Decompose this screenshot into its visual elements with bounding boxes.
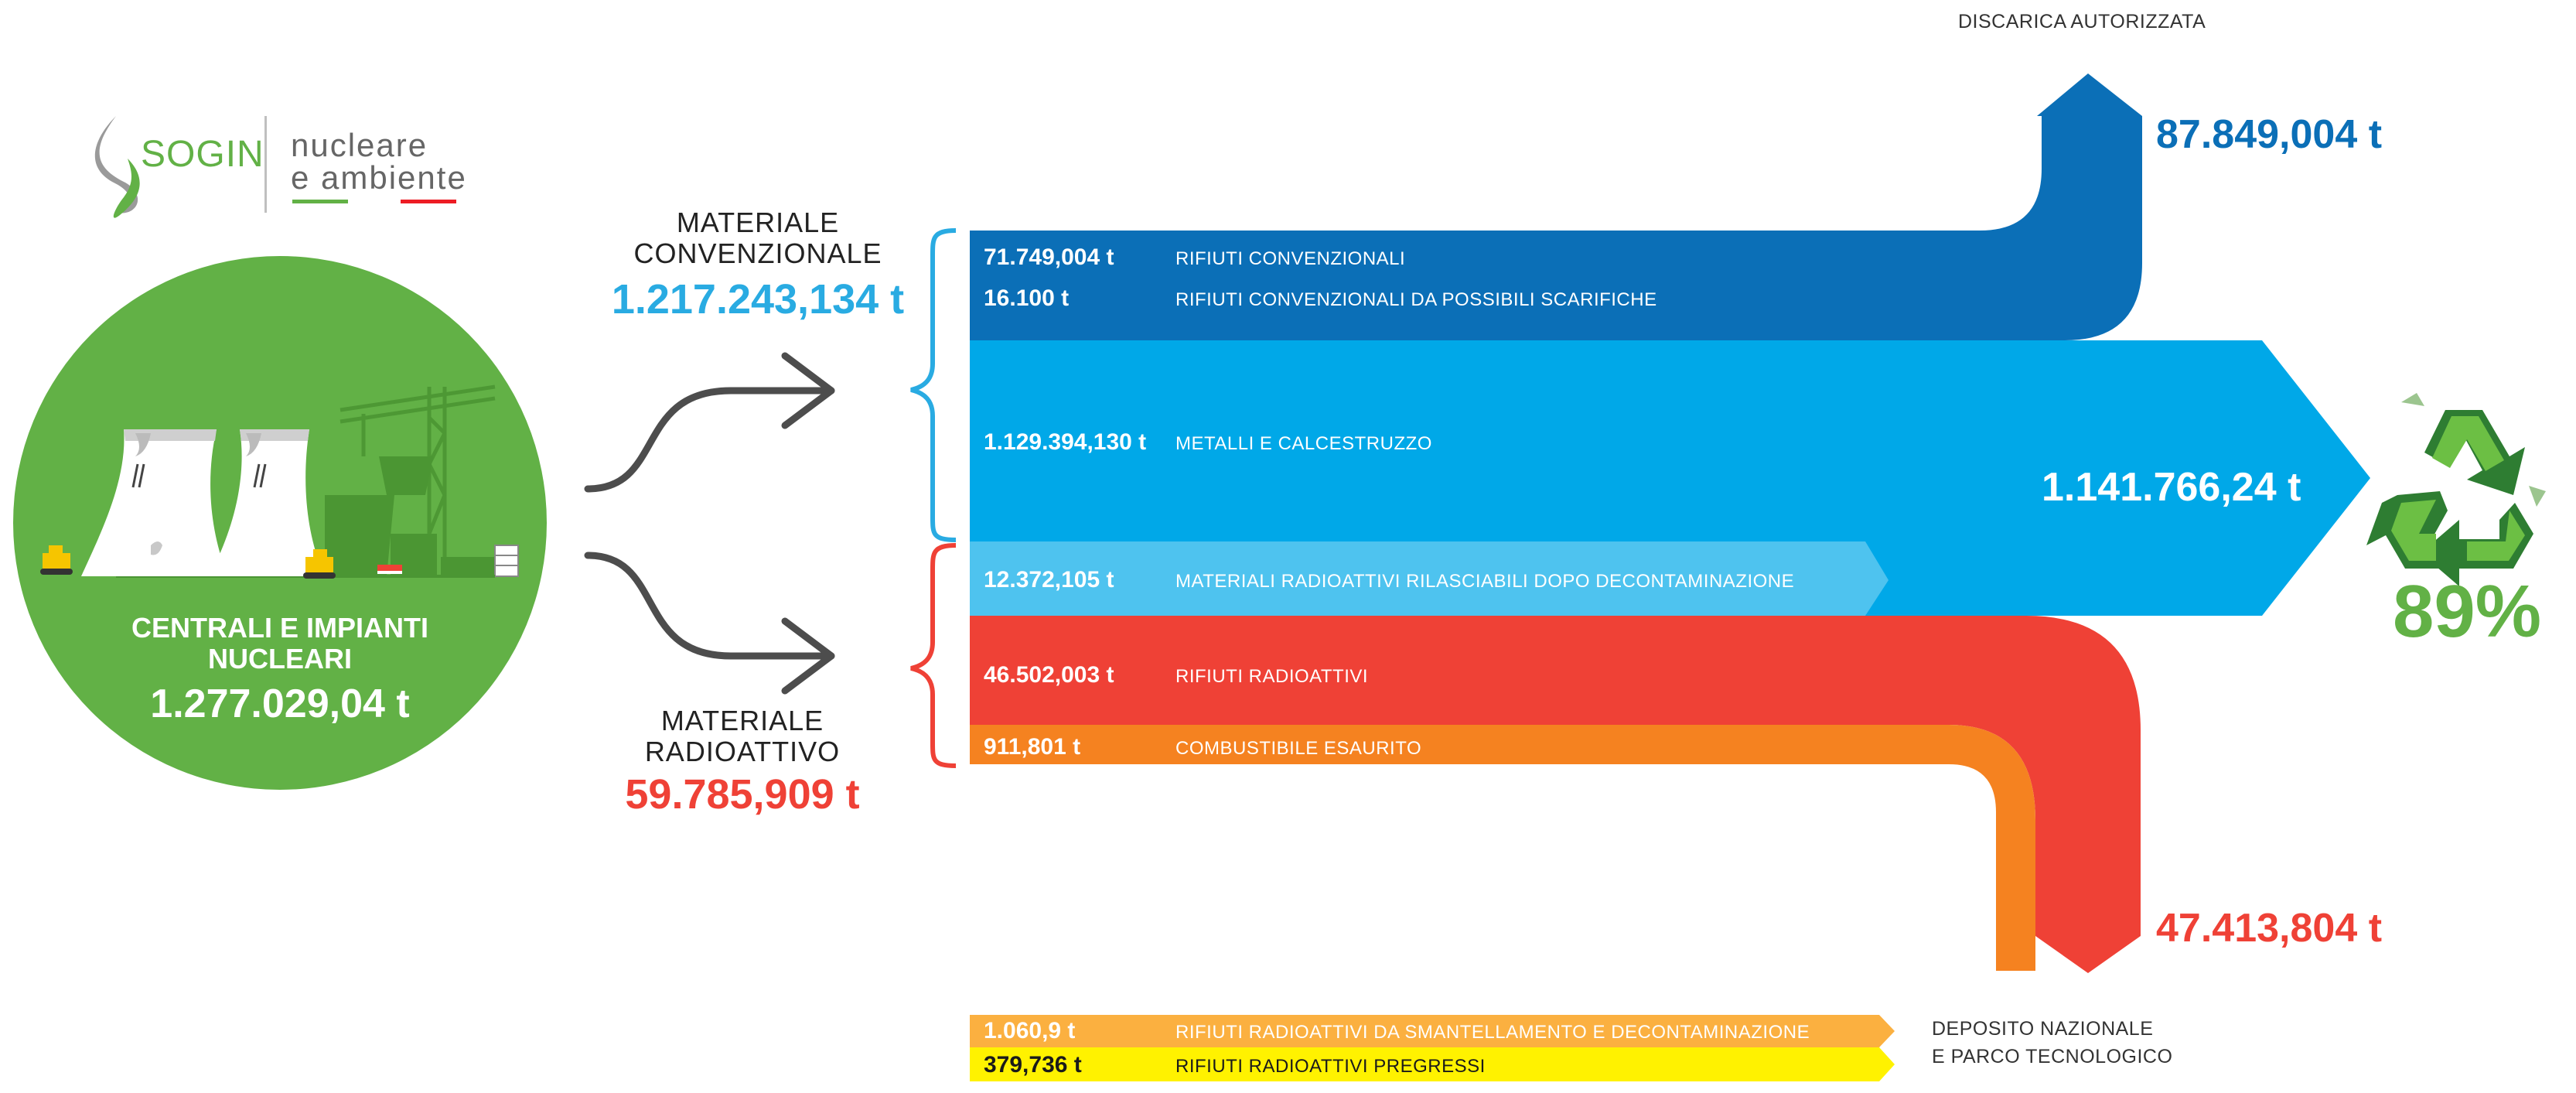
bottom-bar-dismantling [970, 1015, 1895, 1047]
repository-value: 47.413,804 t [2156, 906, 2383, 951]
landfill-value: 87.849,004 t [2156, 112, 2383, 157]
plant-illustration [40, 384, 519, 579]
recycle-percent: 89% [2393, 570, 2542, 653]
flow-value-metals-concrete: 1.129.394,130 t [984, 429, 1147, 455]
conventional-total: 1.217.243,134 t [611, 276, 905, 323]
radioactive-brace [910, 543, 957, 768]
flow-label-metals-concrete: METALLI E CALCESTRUZZO [1175, 433, 1432, 454]
flow-value-radioactive-waste: 46.502,003 t [984, 662, 1114, 688]
recycle-value: 1.141.766,24 t [2042, 465, 2301, 510]
flow-label-decontamination: MATERIALI RADIOATTIVI RILASCIABILI DOPO … [1175, 571, 1795, 592]
bottom-bar-legacy [970, 1047, 1895, 1081]
conventional-brace [910, 228, 957, 542]
flow-label-spent-fuel: COMBUSTIBILE ESAURITO [1175, 738, 1422, 759]
repository-label-line1: DEPOSITO NAZIONALE [1932, 1018, 2154, 1040]
source-title: CENTRALI E IMPIANTI NUCLEARI [13, 613, 547, 675]
flow-label-radioactive-waste: RIFIUTI RADIOATTIVI [1175, 666, 1369, 687]
flow-label-conventional-waste: RIFIUTI CONVENZIONALI [1175, 248, 1406, 269]
repository-label-line2: E PARCO TECNOLOGICO [1932, 1046, 2173, 1067]
radioactive-title: MATERIALE RADIOATTIVO [572, 705, 913, 767]
bottom-value-legacy: 379,736 t [984, 1052, 1082, 1078]
source-title-line2: NUCLEARI [208, 643, 352, 675]
flow-band-spent-fuel [970, 725, 2035, 971]
bottom-label-legacy: RIFIUTI RADIOATTIVI PREGRESSI [1175, 1056, 1486, 1077]
logo-tagline-line2: e ambiente [291, 159, 467, 196]
landfill-label: DISCARICA AUTORIZZATA [1958, 11, 2206, 32]
radioactive-total: 59.785,909 t [625, 771, 860, 818]
recycle-icon [2366, 393, 2546, 586]
conventional-title: MATERIALE CONVENZIONALE [588, 207, 928, 269]
source-total: 1.277.029,04 t [150, 681, 410, 726]
source-title-line1: CENTRALI E IMPIANTI [131, 612, 428, 644]
radioactive-title-line2: RADIOATTIVO [644, 736, 841, 767]
radioactive-title-line1: MATERIALE [660, 705, 824, 736]
conventional-title-line2: CONVENZIONALE [633, 237, 882, 269]
sogin-logo [94, 116, 456, 218]
flow-value-conventional-waste: 71.749,004 t [984, 244, 1114, 270]
branch-arrows [584, 352, 835, 695]
flow-band-radioactive [970, 616, 2141, 973]
flow-band-landfill [970, 73, 2142, 340]
logo-tagline-line1: nucleare [291, 127, 428, 163]
flow-value-scarifications: 16.100 t [984, 285, 1070, 311]
bottom-label-dismantling: RIFIUTI RADIOATTIVI DA SMANTELLAMENTO E … [1175, 1022, 1810, 1043]
bottom-value-dismantling: 1.060,9 t [984, 1018, 1076, 1043]
flow-label-scarifications: RIFIUTI CONVENZIONALI DA POSSIBILI SCARI… [1175, 289, 1657, 310]
logo-brand: SOGIN [141, 134, 264, 175]
flow-band-decontamination [970, 541, 1888, 616]
conventional-title-line1: MATERIALE [676, 207, 840, 238]
flow-value-decontamination: 12.372,105 t [984, 567, 1114, 593]
flow-value-spent-fuel: 911,801 t [984, 734, 1081, 760]
repository-label: DEPOSITO NAZIONALE E PARCO TECNOLOGICO [1932, 1015, 2172, 1071]
